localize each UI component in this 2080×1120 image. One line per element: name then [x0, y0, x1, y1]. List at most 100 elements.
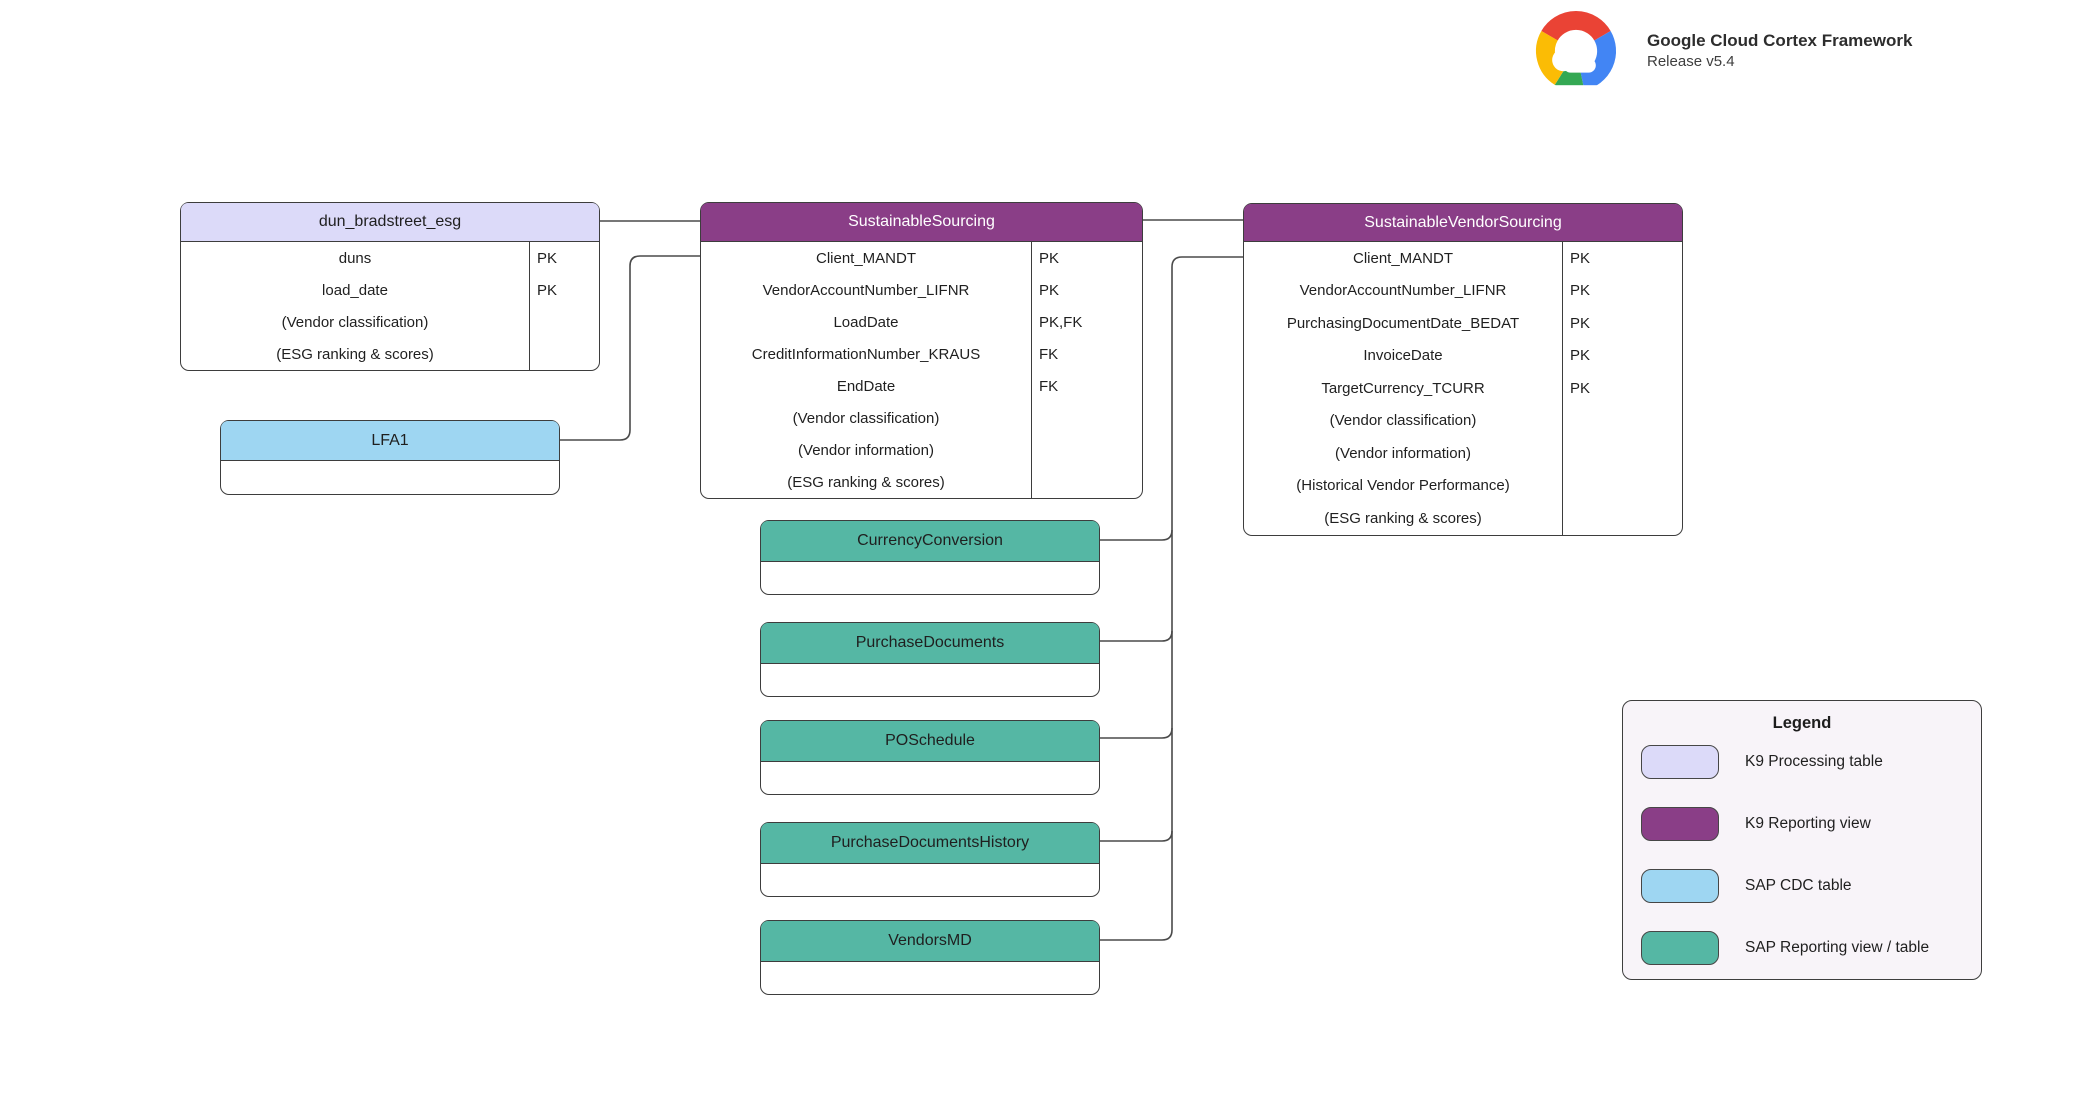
- field-key: FK: [1039, 345, 1059, 363]
- table-row: [761, 762, 1099, 794]
- table-row: LoadDate PK,FK: [701, 306, 1142, 338]
- field-name: load_date: [322, 281, 388, 299]
- key-column-divider: [529, 242, 530, 370]
- table-LFA1[interactable]: LFA1: [220, 420, 560, 495]
- legend-label: K9 Processing table: [1745, 753, 1883, 770]
- table-PurchaseDocumentsHistory[interactable]: PurchaseDocumentsHistory: [760, 822, 1100, 897]
- table-row: (ESG ranking & scores): [701, 466, 1142, 498]
- table-row: EndDate FK: [701, 370, 1142, 402]
- field-name: EndDate: [836, 377, 896, 395]
- connector-purchasedocumentshistory-trunk: [1100, 830, 1173, 842]
- table-row: [761, 864, 1099, 896]
- table-row: (Vendor classification): [181, 306, 599, 338]
- field-name: VendorAccountNumber_LIFNR: [762, 281, 970, 299]
- field-key: PK: [1039, 281, 1060, 299]
- table-row: (Vendor information): [1244, 437, 1682, 470]
- brand-title: Google Cloud Cortex Framework: [1647, 31, 1913, 50]
- table-POSchedule[interactable]: POSchedule: [760, 720, 1100, 795]
- table-row: [221, 461, 559, 494]
- table-PurchaseDocuments[interactable]: PurchaseDocuments: [760, 622, 1100, 697]
- field-key: PK: [1570, 379, 1591, 397]
- logo-red-arc: [1541, 11, 1611, 41]
- legend-item: K9 Processing table: [1641, 745, 1981, 779]
- legend-label: SAP CDC table: [1745, 877, 1852, 894]
- connector-poschedule-trunk: [1100, 727, 1173, 739]
- field-key: PK,FK: [1039, 313, 1083, 331]
- table-row: [761, 664, 1099, 696]
- legend-title: Legend: [1772, 714, 1832, 732]
- key-column-divider: [1031, 242, 1032, 498]
- table-row: (Vendor classification): [701, 402, 1142, 434]
- legend-item: SAP Reporting view / table: [1641, 931, 1981, 965]
- legend-item: K9 Reporting view: [1641, 807, 1981, 841]
- table-row: [761, 962, 1099, 994]
- brand-text: Google Cloud Cortex Framework Release v5…: [1647, 30, 1912, 72]
- table-title: PurchaseDocumentsHistory: [761, 823, 1099, 864]
- table-body: [761, 664, 1099, 696]
- field-name: (Vendor classification): [792, 409, 940, 427]
- field-name: CreditInformationNumber_KRAUS: [751, 345, 981, 363]
- table-row: (Vendor information): [701, 434, 1142, 466]
- table-row: (Vendor classification): [1244, 405, 1682, 438]
- field-name: duns: [338, 249, 372, 267]
- table-row: load_date PK: [181, 274, 599, 306]
- field-name: (Vendor classification): [281, 313, 429, 331]
- field-key: PK: [537, 281, 558, 299]
- table-title: SustainableVendorSourcing: [1244, 204, 1682, 242]
- field-name: (Vendor information): [1335, 444, 1471, 462]
- field-name: (Vendor classification): [1329, 412, 1477, 430]
- field-name: (ESG ranking & scores): [1324, 509, 1482, 527]
- table-row: (Historical Vendor Performance): [1244, 470, 1682, 503]
- table-body: [761, 762, 1099, 794]
- table-title: dun_bradstreet_esg: [181, 203, 599, 242]
- field-name: Client_MANDT: [1352, 249, 1454, 267]
- field-name: (ESG ranking & scores): [787, 473, 945, 491]
- key-column-divider: [1562, 242, 1563, 535]
- table-VendorsMD[interactable]: VendorsMD: [760, 920, 1100, 995]
- table-row: [761, 562, 1099, 594]
- logo-white-cloud: [1552, 39, 1596, 73]
- table-row: TargetCurrency_TCURR PK: [1244, 372, 1682, 405]
- field-name: TargetCurrency_TCURR: [1321, 379, 1485, 397]
- table-CurrencyConversion[interactable]: CurrencyConversion: [760, 520, 1100, 595]
- google-cloud-logo-icon: [1521, 11, 1631, 96]
- legend-label: SAP Reporting view / table: [1745, 939, 1930, 956]
- field-key: PK: [1570, 314, 1591, 332]
- table-row: duns PK: [181, 242, 599, 274]
- legend-swatch-sap_cdc_table: [1641, 869, 1719, 903]
- field-key: PK: [537, 249, 558, 267]
- logo-blue-arc: [1579, 30, 1616, 91]
- logo-green-arc: [1554, 68, 1585, 92]
- legend-swatch-k9_processing_table: [1641, 745, 1719, 779]
- table-title: SustainableSourcing: [701, 203, 1142, 242]
- table-row: (ESG ranking & scores): [181, 338, 599, 370]
- field-name: (Historical Vendor Performance): [1296, 477, 1510, 495]
- table-body: [761, 962, 1099, 994]
- connector-lfa1-sustainablesourcing: [560, 255, 700, 441]
- field-key: PK: [1570, 347, 1591, 365]
- field-key: FK: [1039, 377, 1059, 395]
- field-name: (Vendor information): [798, 441, 934, 459]
- table-row: CreditInformationNumber_KRAUS FK: [701, 338, 1142, 370]
- table-title: LFA1: [221, 421, 559, 461]
- branding-block: Google Cloud Cortex Framework Release v5…: [1521, 6, 1912, 96]
- table-body: [761, 562, 1099, 594]
- field-name: LoadDate: [833, 313, 899, 331]
- table-row: (ESG ranking & scores): [1244, 502, 1682, 535]
- table-body: [761, 864, 1099, 896]
- field-name: VendorAccountNumber_LIFNR: [1299, 282, 1507, 300]
- legend-swatch-sap_reporting_view_table: [1641, 931, 1719, 965]
- connector-trunk-vendorsmd: [1100, 256, 1243, 941]
